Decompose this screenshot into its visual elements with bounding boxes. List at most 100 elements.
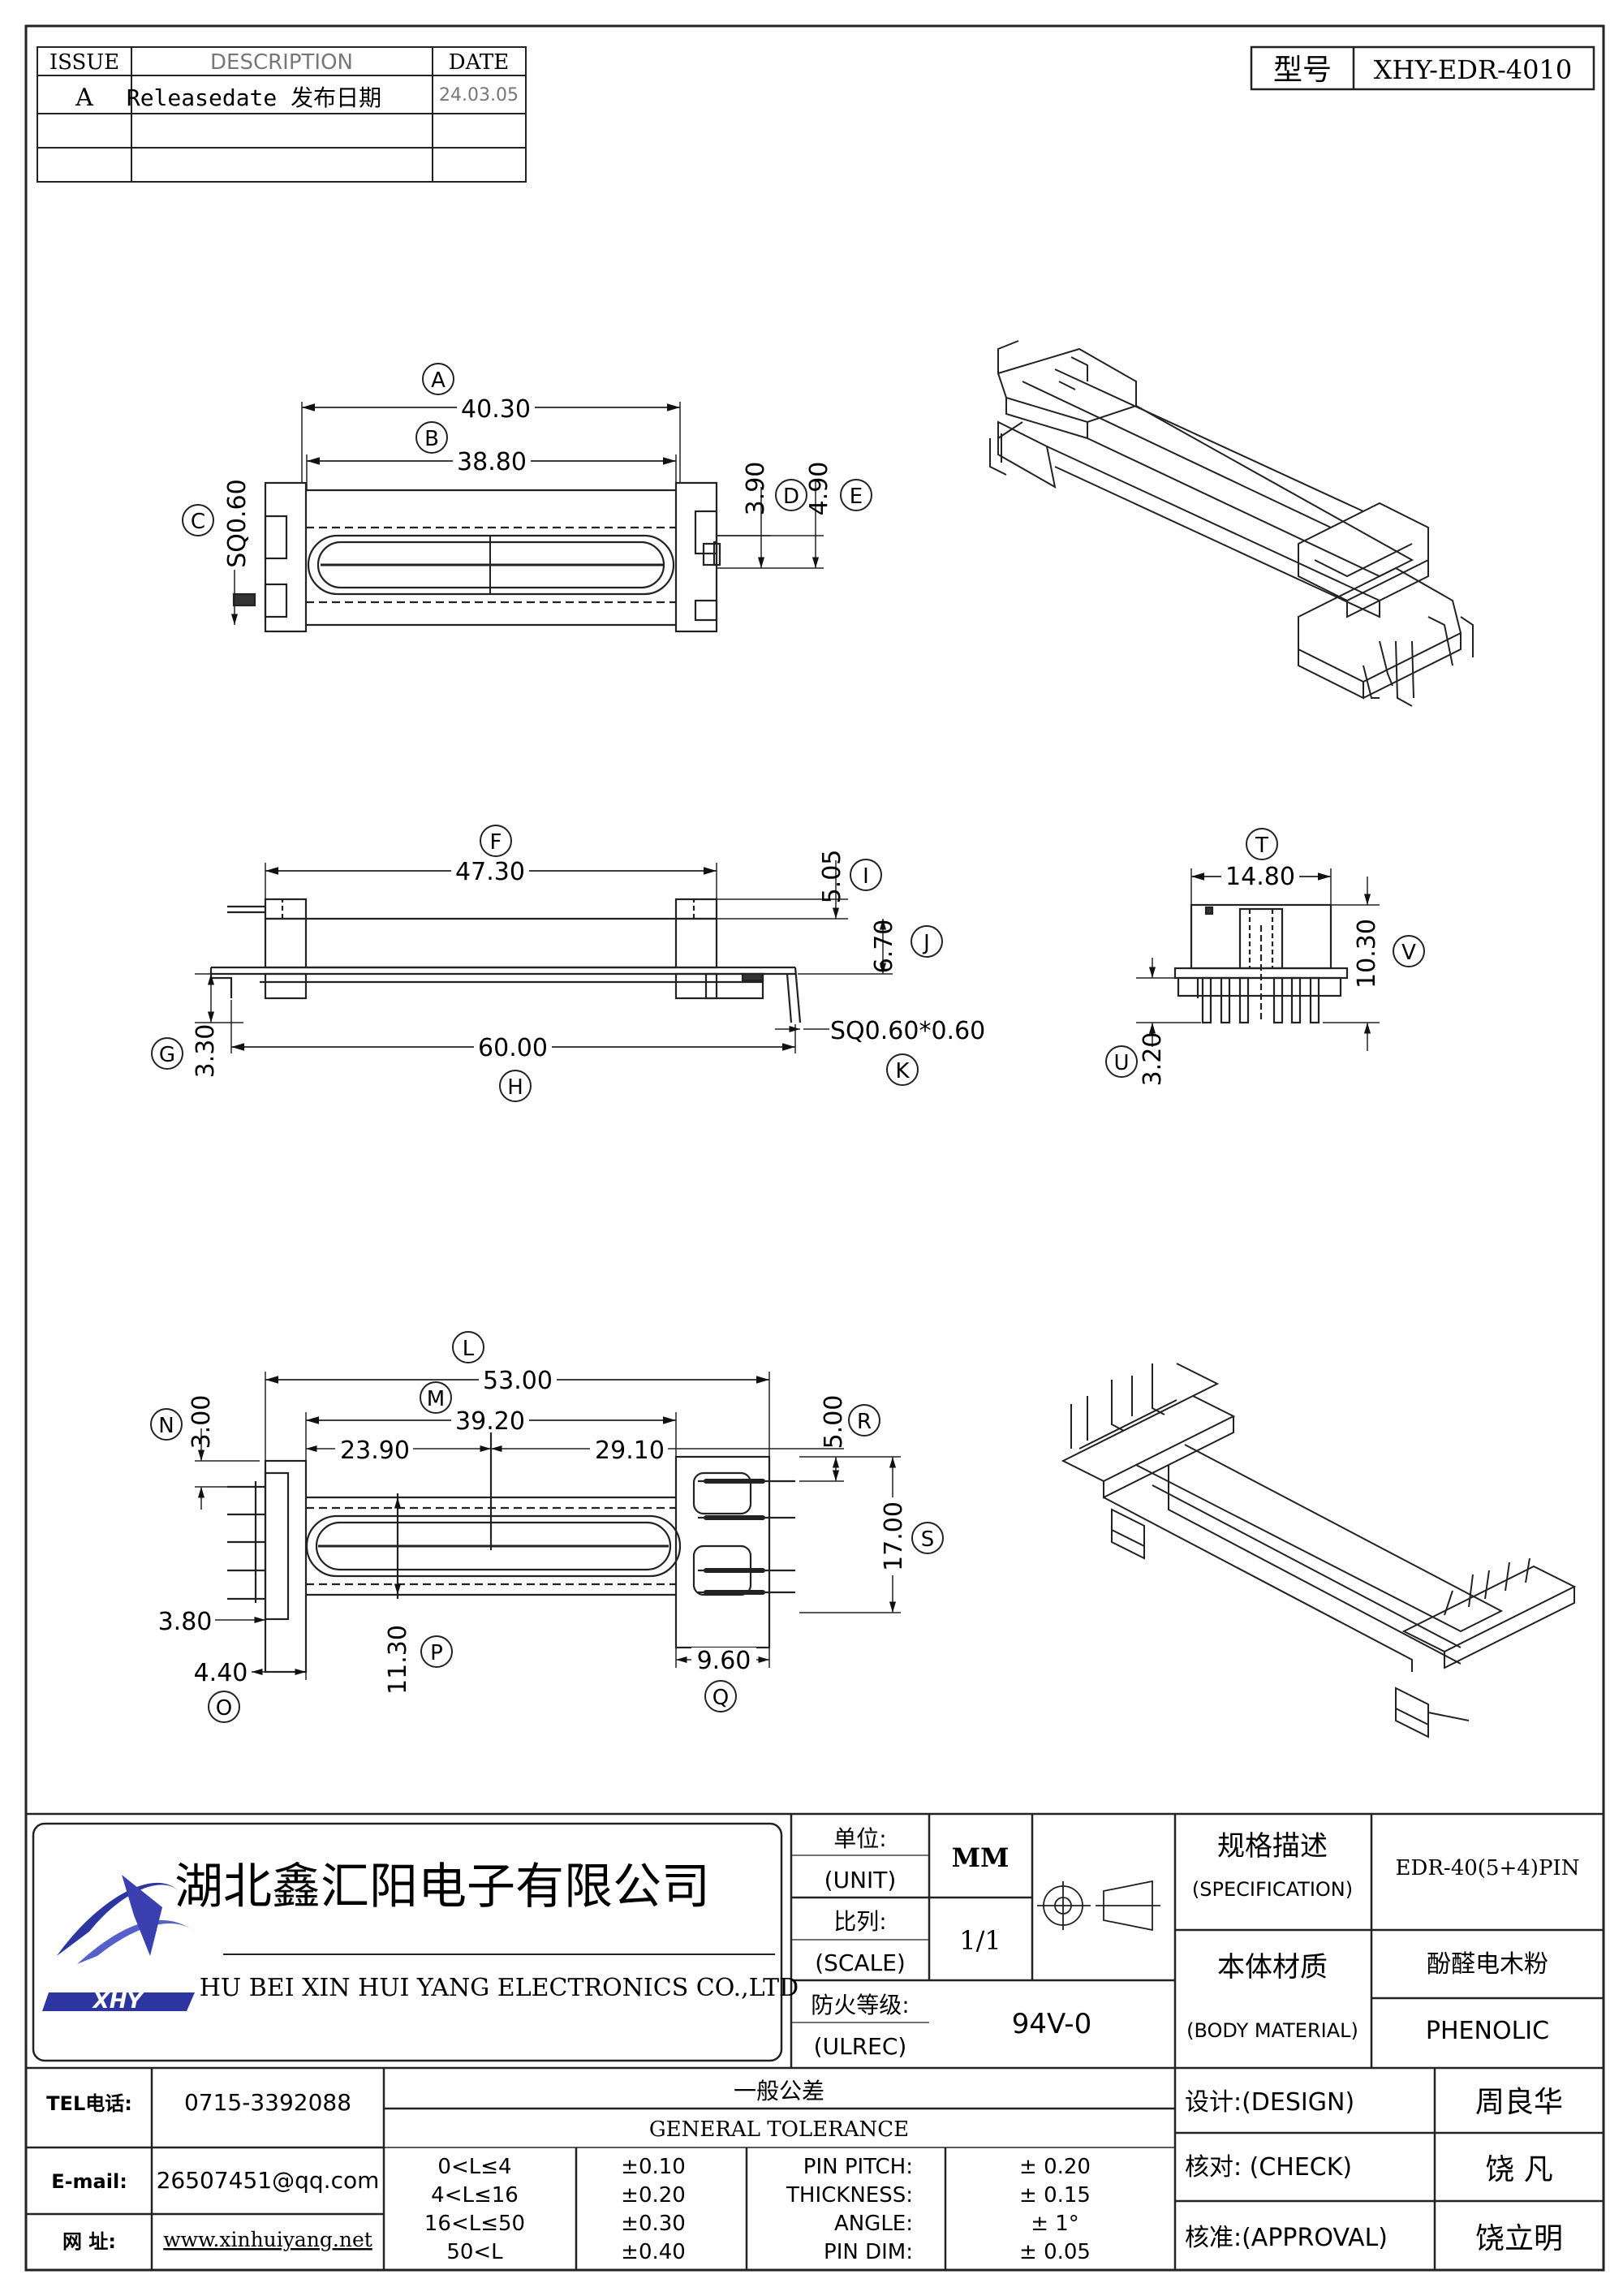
dim-R-value: 5.00 <box>820 1395 848 1450</box>
label-G: G <box>159 1043 175 1067</box>
tolerance-value-0: ±0.10 <box>621 2155 686 2179</box>
tolerance-value-2: ±0.30 <box>621 2212 686 2236</box>
web-label: 网 址: <box>62 2230 116 2253</box>
dim-right-part-value: 29.10 <box>595 1437 665 1465</box>
tel-label: TEL电话: <box>46 2092 132 2115</box>
design-label: 设计:(DESIGN) <box>1185 2088 1354 2117</box>
sheet-border <box>24 24 1605 2272</box>
approval-name: 饶立明 <box>1475 2222 1563 2255</box>
company-name-cn: 湖北鑫汇阳电子有限公司 <box>174 1859 710 1915</box>
tolerance-range-3: 50<L <box>446 2240 503 2264</box>
other-tolerance-name-0: PIN PITCH: <box>803 2155 913 2179</box>
dim-K-value: SQ0.60*0.60 <box>830 1017 985 1045</box>
label-K: K <box>895 1059 910 1083</box>
unit-value: MM <box>952 1842 1010 1873</box>
revision-row-date: 24.03.05 <box>439 85 519 106</box>
bottom-view <box>227 1424 795 1674</box>
dim-F-value: 47.30 <box>455 858 525 886</box>
label-Q: Q <box>712 1686 729 1710</box>
projection-symbol-icon <box>1037 1880 1160 1932</box>
other-tolerance-value-2: ± 1° <box>1031 2212 1079 2236</box>
other-tolerance-name-2: ANGLE: <box>834 2212 913 2236</box>
dim-left-part-value: 23.90 <box>340 1437 410 1465</box>
material-value-cn: 酚醛电木粉 <box>1427 1950 1548 1979</box>
label-L: L <box>463 1337 475 1361</box>
model-value: XHY-EDR-4010 <box>1374 54 1572 85</box>
check-label: 核对: (CHECK) <box>1185 2153 1352 2182</box>
tolerance-title-en: GENERAL TOLERANCE <box>649 2117 909 2142</box>
end-view <box>1173 903 1349 1024</box>
label-I: I <box>863 864 869 889</box>
fire-label-cn: 防火等级: <box>811 1992 909 2018</box>
fire-value: 94V-0 <box>1012 2008 1091 2040</box>
tolerance-range-2: 16<L≤50 <box>424 2212 525 2236</box>
tolerance-value-1: ±0.20 <box>621 2183 686 2208</box>
web-link[interactable]: www.xinhuiyang.net <box>163 2228 372 2251</box>
design-name: 周良华 <box>1475 2086 1563 2119</box>
check-name: 饶 凡 <box>1485 2153 1552 2186</box>
other-tolerance-value-3: ± 0.05 <box>1019 2240 1091 2264</box>
fire-label-en: (ULREC) <box>814 2033 907 2060</box>
material-value-en: PHENOLIC <box>1426 2017 1549 2045</box>
dim-Q-value: 9.60 <box>697 1647 751 1675</box>
tolerance-range-0: 0<L≤4 <box>437 2155 511 2179</box>
spec-label-en: (SPECIFICATION) <box>1192 1878 1353 1901</box>
dim-O-value: 4.40 <box>194 1659 248 1687</box>
unit-label-en: (UNIT) <box>824 1867 897 1893</box>
label-U: U <box>1113 1051 1129 1075</box>
dim-U-value: 3.20 <box>1139 1032 1167 1087</box>
label-A: A <box>431 368 446 393</box>
dim-D-value: 3.90 <box>742 462 770 516</box>
email-label: E-mail: <box>51 2170 127 2193</box>
approval-label: 核准:(APPROVAL) <box>1185 2224 1388 2252</box>
dim-N-value: 3.00 <box>187 1395 216 1450</box>
revision-table <box>37 46 527 183</box>
dim-L-value: 53.00 <box>483 1367 553 1395</box>
title-block-grid <box>26 1812 1604 2270</box>
dim-T-value: 14.80 <box>1225 863 1295 891</box>
label-O: O <box>216 1696 232 1721</box>
label-R: R <box>857 1410 872 1434</box>
dim-E-value: 4.90 <box>805 462 833 516</box>
scale-label-en: (SCALE) <box>815 1949 906 1976</box>
scale-label-cn: 比列: <box>833 1908 886 1935</box>
dim-M-value: 39.20 <box>455 1407 525 1436</box>
revision-header-date: DATE <box>449 50 510 75</box>
tolerance-value-3: ±0.40 <box>621 2240 686 2264</box>
label-V: V <box>1401 941 1416 965</box>
scale-value: 1/1 <box>959 1925 1001 1956</box>
label-P: P <box>430 1641 443 1665</box>
side-view <box>209 898 802 1023</box>
dim-H-value: 60.00 <box>478 1034 548 1062</box>
tel-value: 0715-3392088 <box>184 2089 351 2116</box>
spec-value: EDR-40(5+4)PIN <box>1396 1856 1580 1880</box>
dim-S-value: 17.00 <box>880 1501 908 1571</box>
label-E: E <box>850 485 863 509</box>
email-value: 26507451@qq.com <box>157 2167 380 2194</box>
dim-I-value: 5.05 <box>818 850 846 904</box>
label-D: D <box>783 485 799 509</box>
model-label: 型号 <box>1273 54 1332 87</box>
label-C: C <box>191 510 205 534</box>
top-view <box>232 481 721 633</box>
label-M: M <box>427 1387 445 1411</box>
company-logo: XHY <box>42 1875 195 2014</box>
revision-header-issue: ISSUE <box>50 50 119 75</box>
other-tolerance-value-0: ± 0.20 <box>1019 2155 1091 2179</box>
tolerance-range-1: 4<L≤16 <box>431 2183 519 2208</box>
logo-text: XHY <box>92 1989 145 2014</box>
label-N: N <box>158 1414 174 1438</box>
label-H: H <box>507 1075 523 1100</box>
spec-label-cn: 规格描述 <box>1217 1830 1328 1863</box>
isometric-view-bottom <box>1061 1363 1577 1738</box>
label-J: J <box>922 931 930 955</box>
isometric-view-top <box>989 340 1474 707</box>
company-name-en: HU BEI XIN HUI YANG ELECTRONICS CO.,LTD <box>200 1974 799 2002</box>
label-F: F <box>490 830 502 855</box>
dim-C-value: SQ0.60 <box>223 479 252 567</box>
label-T: T <box>1255 834 1268 858</box>
revision-header-description: DESCRIPTION <box>210 50 353 75</box>
dim-P-value: 11.30 <box>384 1625 412 1695</box>
revision-row-description: Releasedate 发布日期 <box>127 84 381 111</box>
dim-B-value: 38.80 <box>457 448 527 476</box>
